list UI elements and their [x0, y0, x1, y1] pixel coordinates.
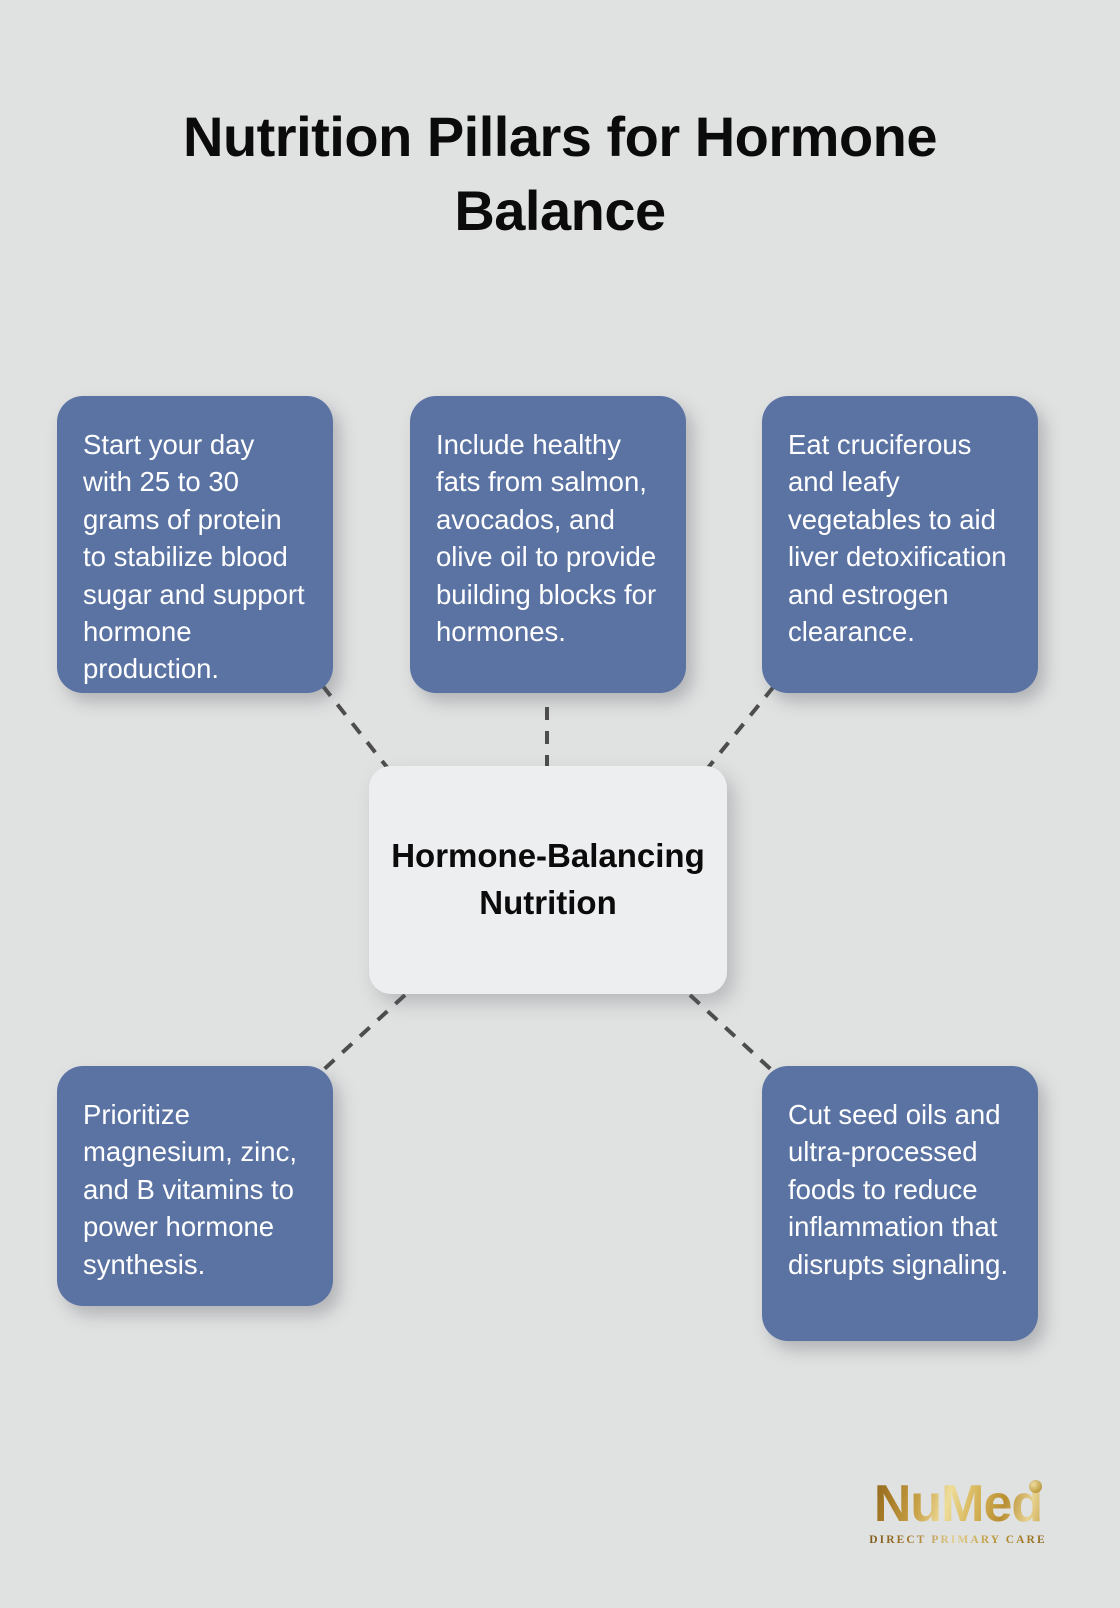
- pillar-card-text: Prioritize magnesium, zinc, and B vitami…: [83, 1099, 297, 1280]
- pillar-card-avoid-seed-oils[interactable]: Cut seed oils and ultra-processed foods …: [762, 1066, 1038, 1341]
- pillar-card-protein[interactable]: Start your day with 25 to 30 grams of pr…: [57, 396, 333, 693]
- pillar-card-text: Include healthy fats from salmon, avocad…: [436, 429, 657, 647]
- brand-logo: NuMed DIRECT PRIMARY CARE: [868, 1478, 1048, 1546]
- logo-wordmark: NuMed: [868, 1478, 1048, 1530]
- pillar-card-cruciferous-vegetables[interactable]: Eat cruciferous and leafy vegetables to …: [762, 396, 1038, 693]
- pillar-card-micronutrients[interactable]: Prioritize magnesium, zinc, and B vitami…: [57, 1066, 333, 1306]
- connector-center-to-seed-oils: [688, 993, 779, 1077]
- center-node-label: Hormone-Balancing Nutrition: [391, 837, 705, 921]
- logo-registered-mark-icon: [1029, 1480, 1042, 1493]
- logo-tagline: DIRECT PRIMARY CARE: [869, 1534, 1047, 1546]
- pillar-card-text: Eat cruciferous and leafy vegetables to …: [788, 429, 1007, 647]
- center-node[interactable]: Hormone-Balancing Nutrition: [369, 766, 727, 994]
- pillar-card-text: Start your day with 25 to 30 grams of pr…: [83, 429, 305, 685]
- page-title: Nutrition Pillars for Hormone Balance: [183, 105, 938, 242]
- pillar-card-healthy-fats[interactable]: Include healthy fats from salmon, avocad…: [410, 396, 686, 693]
- pillar-card-text: Cut seed oils and ultra-processed foods …: [788, 1099, 1009, 1280]
- connector-center-to-micronutrients: [318, 993, 407, 1075]
